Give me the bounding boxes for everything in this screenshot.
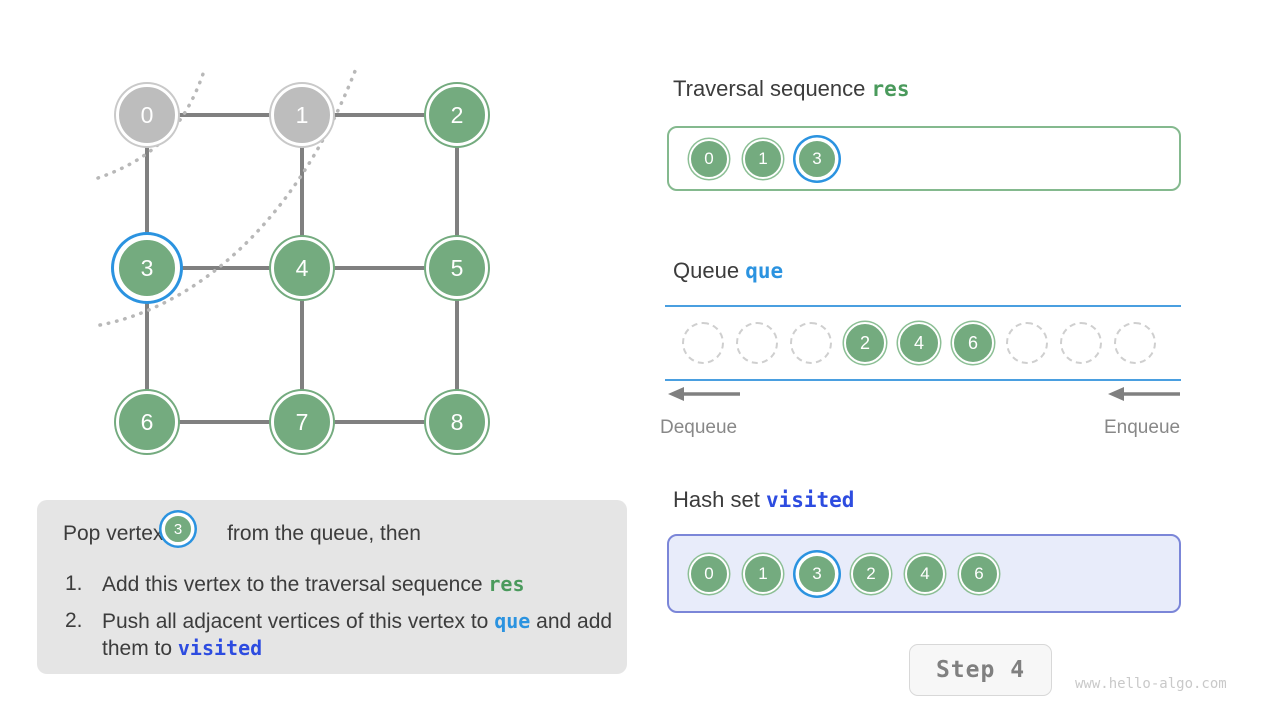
enqueue-arrow-icon — [1108, 387, 1180, 401]
visited-chip-4[interactable]: 4 — [905, 554, 945, 594]
graph-node-7[interactable]: 7 — [271, 391, 333, 453]
visited-chip-2[interactable]: 3 — [797, 554, 837, 594]
graph-edge-6-7 — [147, 420, 302, 424]
description-item-2: Push all adjacent vertices of this verte… — [102, 609, 627, 663]
graph-node-6[interactable]: 6 — [116, 391, 178, 453]
res-title-text: Traversal sequence — [673, 76, 866, 101]
visited-chip-3[interactable]: 2 — [851, 554, 891, 594]
description-item-2-variable-b: visited — [177, 635, 263, 660]
visited-section-title: Hash set visited — [673, 487, 854, 513]
enqueue-label: Enqueue — [1104, 417, 1181, 438]
dequeue-label: Dequeue — [660, 417, 738, 438]
visited-chip-0[interactable]: 0 — [689, 554, 729, 594]
description-item-1-variable: res — [488, 572, 525, 596]
graph-node-4[interactable]: 4 — [271, 237, 333, 299]
graph-edge-4-7 — [300, 268, 304, 422]
watermark: www.hello-algo.com — [1075, 676, 1227, 692]
res-chip-1-label: 1 — [758, 149, 768, 168]
queue-slot-7[interactable] — [1060, 322, 1102, 364]
res-section-title: Traversal sequence res — [673, 76, 909, 102]
queue-section-title: Queue que — [673, 258, 783, 284]
graph-node-2-label: 2 — [450, 101, 464, 128]
visited-chip-1-label: 1 — [758, 564, 768, 583]
queue-slot-3[interactable]: 2 — [844, 322, 886, 364]
res-chip-1[interactable]: 1 — [743, 139, 783, 179]
visited-title-variable: visited — [765, 488, 855, 512]
visited-chip-5[interactable]: 6 — [959, 554, 999, 594]
description-item-2-variable-a: que — [494, 609, 531, 633]
step-badge: Step 4 — [909, 644, 1052, 696]
graph-node-7-label: 7 — [295, 408, 309, 435]
visited-chip-2-label: 3 — [812, 564, 822, 583]
graph-edge-7-8 — [302, 420, 457, 424]
description-vertex-chip-label: 3 — [173, 520, 183, 538]
queue-rail-top — [665, 305, 1181, 307]
visited-chip-5-label: 6 — [974, 564, 984, 583]
queue-slot-0[interactable] — [682, 322, 724, 364]
description-item-2-text-b: and add them to — [102, 610, 613, 660]
graph-node-5[interactable]: 5 — [426, 237, 488, 299]
queue-slot-2[interactable] — [790, 322, 832, 364]
queue-container: 2 4 6 — [665, 305, 1181, 381]
graph-edge-4-5 — [302, 266, 457, 270]
res-chip-0-label: 0 — [704, 149, 714, 168]
res-chip-0[interactable]: 0 — [689, 139, 729, 179]
description-vertex-chip[interactable]: 3 — [163, 514, 193, 544]
graph-canvas: 0 1 2 3 4 5 6 7 8 — [0, 0, 620, 490]
description-item-1-number: 1. — [65, 572, 83, 595]
graph-node-6-label: 6 — [140, 408, 154, 435]
description-line-1: Pop vertex from the queue, then — [63, 522, 421, 546]
graph-edge-5-8 — [455, 268, 459, 422]
queue-title-text: Queue — [673, 258, 740, 283]
res-title-variable: res — [871, 77, 910, 101]
graph-node-5-label: 5 — [450, 254, 464, 281]
graph-node-1-label: 1 — [295, 101, 309, 128]
description-item-1-text: Add this vertex to the traversal sequenc… — [102, 573, 483, 596]
graph-node-3[interactable]: 3 — [116, 237, 178, 299]
graph-node-0-label: 0 — [140, 101, 154, 128]
res-chip-2-label: 3 — [812, 149, 822, 168]
visited-chip-1[interactable]: 1 — [743, 554, 783, 594]
description-item-1: Add this vertex to the traversal sequenc… — [102, 572, 612, 599]
visited-chip-4-label: 4 — [920, 564, 930, 583]
queue-slot-4[interactable]: 4 — [898, 322, 940, 364]
res-chip-2[interactable]: 3 — [797, 139, 837, 179]
queue-slot-5[interactable]: 6 — [952, 322, 994, 364]
graph-node-4-label: 4 — [295, 254, 309, 281]
dequeue-arrow-icon — [668, 387, 740, 401]
queue-slot-5-label: 6 — [967, 332, 978, 353]
queue-slot-8[interactable] — [1114, 322, 1156, 364]
queue-slot-4-label: 4 — [913, 332, 924, 353]
graph-node-1[interactable]: 1 — [271, 84, 333, 146]
graph-edge-2-5 — [455, 115, 459, 268]
visited-chip-3-label: 2 — [866, 564, 876, 583]
graph-edge-1-2 — [302, 113, 457, 117]
graph-node-8-label: 8 — [450, 408, 464, 435]
queue-rail-bottom — [665, 379, 1181, 381]
step-badge-label: Step 4 — [935, 657, 1026, 683]
description-item-2-text-a: Push all adjacent vertices of this verte… — [102, 610, 489, 633]
description-item-2-number: 2. — [65, 609, 83, 632]
graph-node-3-label: 3 — [140, 254, 154, 281]
queue-slot-3-label: 2 — [859, 332, 870, 353]
visited-chip-0-label: 0 — [704, 564, 714, 583]
graph-node-0[interactable]: 0 — [116, 84, 178, 146]
queue-slot-6[interactable] — [1006, 322, 1048, 364]
queue-title-variable: que — [745, 259, 784, 283]
description-line1-before: Pop vertex — [63, 522, 164, 545]
res-container: 0 1 3 — [667, 126, 1181, 191]
description-line1-after: from the queue, then — [227, 522, 421, 545]
graph-node-8[interactable]: 8 — [426, 391, 488, 453]
visited-title-text: Hash set — [673, 487, 760, 512]
graph-edge-3-6 — [145, 268, 149, 422]
graph-node-2[interactable]: 2 — [426, 84, 488, 146]
description-panel: Pop vertex from the queue, then 3 1. Add… — [37, 500, 627, 674]
visited-container: 0 1 3 2 4 6 — [667, 534, 1181, 613]
queue-slot-1[interactable] — [736, 322, 778, 364]
